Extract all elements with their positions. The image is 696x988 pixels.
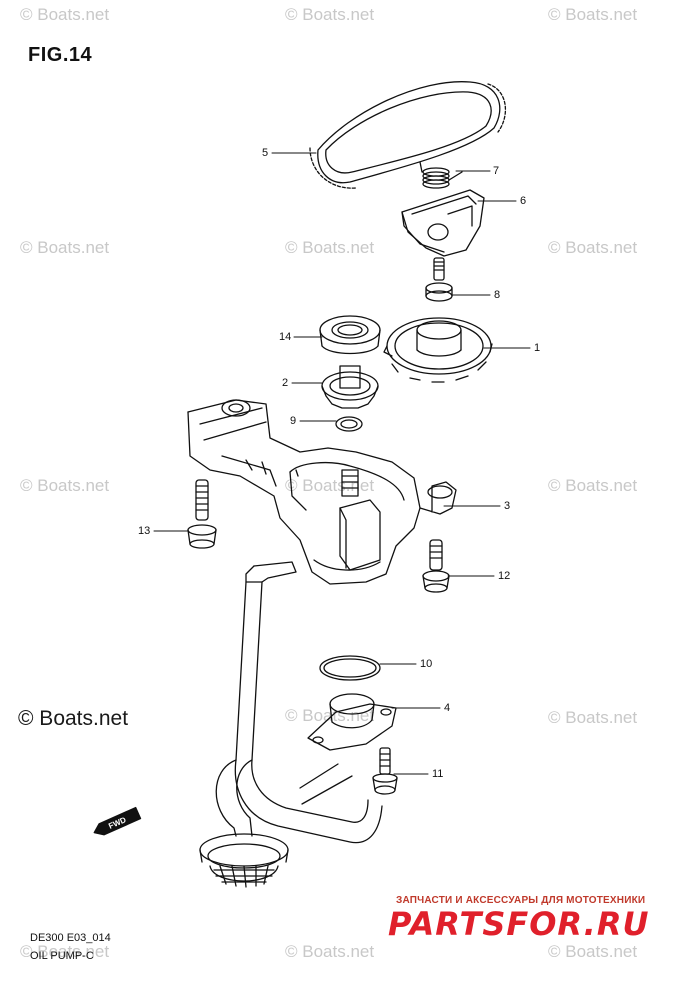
driven-sprocket — [321, 365, 379, 409]
callout-label: 12 — [498, 570, 511, 582]
watermark: © Boats.net — [548, 708, 638, 727]
callout-label: 7 — [493, 165, 500, 177]
watermark: © Boats.net — [20, 476, 110, 495]
forward-arrow — [93, 806, 142, 836]
diagram-code: DE300 E03_014 — [30, 932, 111, 944]
drive-sprocket — [383, 317, 493, 383]
shoulder-bolt — [425, 257, 453, 302]
callout-label: 11 — [432, 768, 444, 780]
bearing — [319, 315, 381, 355]
watermark: © Boats.net — [548, 5, 638, 24]
callout-label: 5 — [262, 147, 269, 159]
callout-label: 9 — [290, 415, 297, 427]
oil-pipe — [215, 561, 383, 844]
brand-logo: PARTSFOR.RU — [388, 905, 650, 943]
watermark: © Boats.net — [20, 5, 110, 24]
callout-label: 2 — [282, 377, 289, 389]
flange-bolt-11 — [372, 747, 398, 795]
watermark: © Boats.net — [285, 5, 375, 24]
callout-label: 1 — [534, 342, 541, 354]
flange-bolt-12 — [422, 539, 450, 593]
callout-label: 10 — [420, 658, 433, 670]
callout-label: 13 — [138, 525, 151, 537]
watermark: © Boats.net — [548, 942, 638, 961]
callout-label: 8 — [494, 289, 501, 301]
watermark: © Boats.net — [285, 942, 375, 961]
figure-title: FIG.14 — [28, 44, 93, 66]
o-ring — [319, 655, 381, 681]
watermark: © Boats.net — [285, 238, 375, 257]
brand-tagline: ЗАПЧАСТИ И АКСЕССУАРЫ ДЛЯ МОТОТЕХНИКИ — [396, 895, 646, 906]
watermark: © Boats.net — [285, 706, 375, 725]
flange-bolt-13 — [187, 479, 217, 549]
callout-label: 6 — [520, 195, 527, 207]
oil-pump-body — [187, 399, 457, 585]
leader-lines — [153, 152, 531, 775]
callout-label: 3 — [504, 500, 511, 512]
watermark: © Boats.net — [548, 476, 638, 495]
diagram-name: OIL PUMP-C — [30, 950, 94, 962]
tensioner-spring — [419, 161, 463, 189]
oil-strainer-screen — [199, 833, 289, 888]
callout-label: 4 — [444, 702, 451, 714]
washer — [335, 416, 363, 432]
callout-label: 14 — [279, 331, 292, 343]
watermark: © Boats.net — [20, 238, 110, 257]
watermark: © Boats.net — [548, 238, 638, 257]
watermark-large: © Boats.net — [18, 707, 129, 730]
watermark: © Boats.net — [285, 476, 375, 495]
strainer-flange — [307, 693, 397, 751]
watermark: © Boats.net — [20, 942, 110, 961]
chain-tensioner — [401, 189, 485, 257]
cam-chain — [309, 81, 507, 189]
